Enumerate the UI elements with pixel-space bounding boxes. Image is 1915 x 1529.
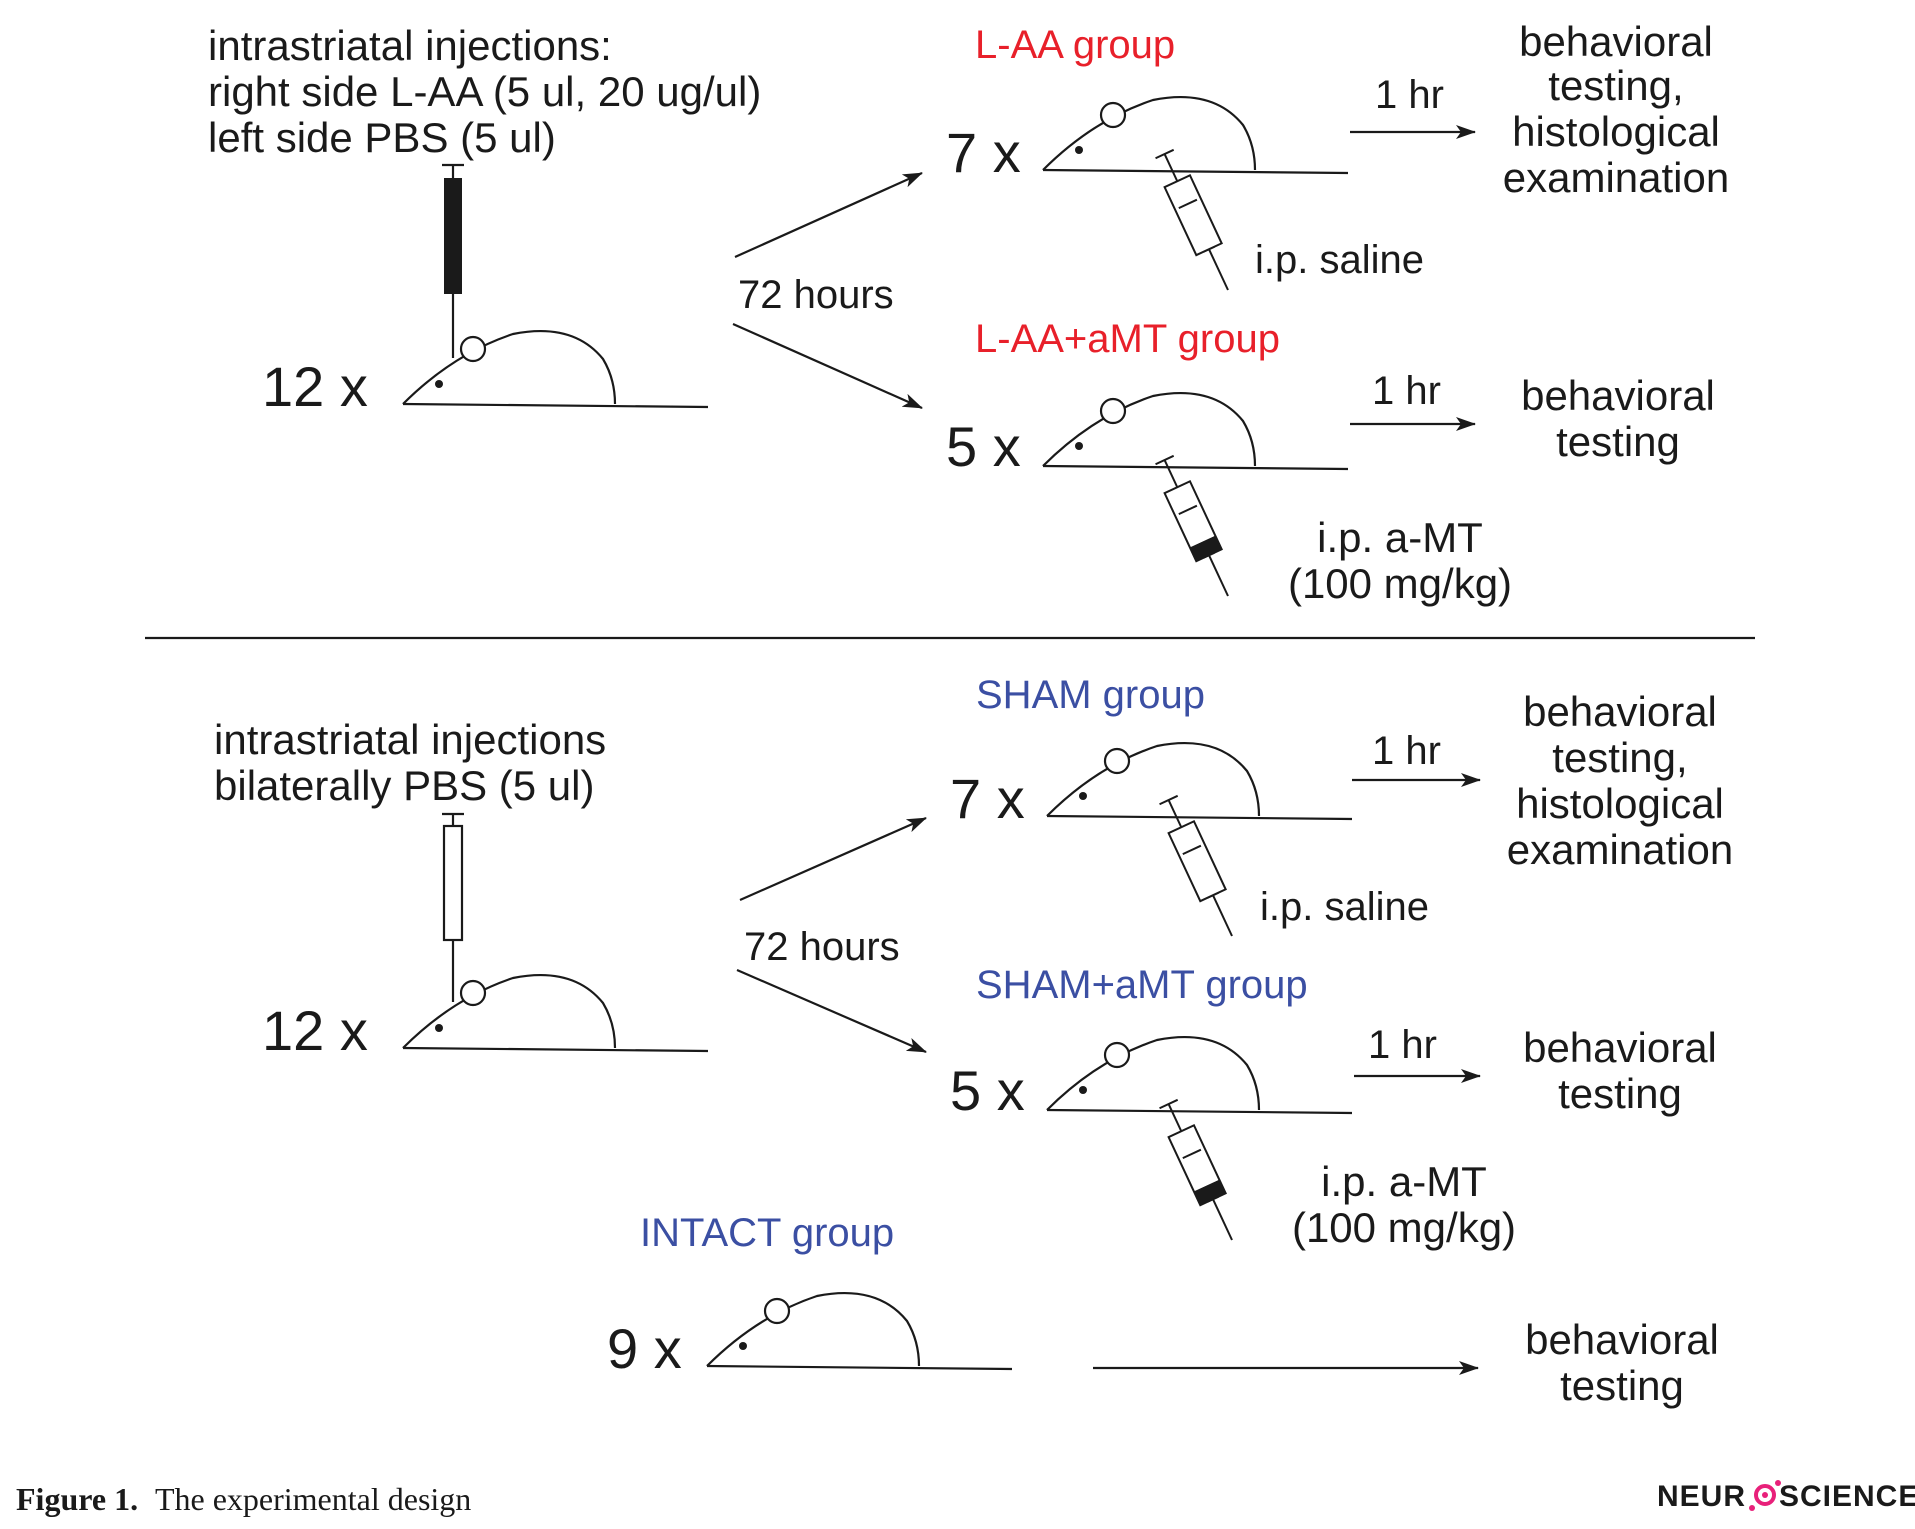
group-intact-mouse-icon <box>705 1291 1014 1371</box>
bottom-delay-label: 72 hours <box>744 925 900 969</box>
svg-text:behavioral: behavioral <box>1523 1024 1717 1071</box>
group-sham-outcome: behavioral testing, histological examina… <box>1507 688 1733 873</box>
svg-text:testing,: testing, <box>1552 734 1687 781</box>
group-laa-treatment: i.p. saline <box>1255 238 1424 282</box>
group-laa-mouse-icon <box>1041 95 1350 175</box>
svg-text:testing,: testing, <box>1548 62 1683 109</box>
amt-syringe-icon <box>1150 453 1242 603</box>
amt-syringe-icon <box>1154 1097 1246 1247</box>
top-delay-label: 72 hours <box>738 273 894 317</box>
top-arrow-to-group-b <box>732 322 923 410</box>
group-sham-treatment: i.p. saline <box>1260 885 1429 929</box>
bottom-arrow-to-group-b <box>736 968 927 1054</box>
group-sham-wait: 1 hr <box>1372 729 1441 773</box>
neuron-icon <box>1749 1480 1781 1511</box>
svg-text:behavioral: behavioral <box>1521 372 1715 419</box>
svg-text:histological: histological <box>1512 108 1720 155</box>
bottom-arrow-to-group-a <box>739 816 927 902</box>
stereotaxic-syringe-open-icon <box>442 812 464 1002</box>
group-sham-amt-treatment-line2: (100 mg/kg) <box>1292 1204 1516 1251</box>
top-arrow-to-group-a <box>734 171 923 259</box>
group-laa-amt-treatment-line2: (100 mg/kg) <box>1288 560 1512 607</box>
top-source-mouse-icon <box>401 329 710 409</box>
group-sham-amt-count: 5 x <box>950 1059 1025 1122</box>
group-laa-title: L-AA group <box>975 23 1175 67</box>
group-sham-mouse-icon <box>1045 741 1354 821</box>
svg-text:testing: testing <box>1558 1070 1682 1117</box>
logo-text-left: NEUR <box>1657 1480 1746 1513</box>
top-source-count: 12 x <box>262 355 368 418</box>
group-laa-amt-wait: 1 hr <box>1372 369 1441 413</box>
svg-text:behavioral: behavioral <box>1519 18 1713 65</box>
bottom-source-count: 12 x <box>262 999 368 1062</box>
svg-text:testing: testing <box>1560 1362 1684 1409</box>
group-intact-title: INTACT group <box>640 1211 894 1255</box>
svg-text:testing: testing <box>1556 418 1680 465</box>
group-laa-amt-treatment-line1: i.p. a-MT <box>1317 514 1483 561</box>
group-laa-outcome: behavioral testing, histological examina… <box>1503 18 1729 201</box>
group-sham-amt-outcome: behavioral testing <box>1523 1024 1717 1117</box>
group-intact-outcome: behavioral testing <box>1525 1316 1719 1409</box>
caption-label: Figure 1. <box>16 1481 138 1517</box>
figure-caption: Figure 1. The experimental design <box>16 1481 471 1517</box>
group-laa-amt-title: L-AA+aMT group <box>975 317 1280 361</box>
group-sham-amt-wait: 1 hr <box>1368 1023 1437 1067</box>
bottom-panel: intrastriatal injections bilaterally PBS… <box>214 673 1733 1409</box>
group-intact-count: 9 x <box>607 1317 682 1380</box>
journal-logo: NEUR SCIENCE <box>1657 1480 1915 1513</box>
group-sham-title: SHAM group <box>976 673 1205 717</box>
group-laa-wait: 1 hr <box>1375 73 1444 117</box>
group-laa-count: 7 x <box>946 121 1021 184</box>
bottom-injection-line2: bilaterally PBS (5 ul) <box>214 762 594 809</box>
group-sham-amt-mouse-icon <box>1045 1035 1354 1115</box>
svg-text:examination: examination <box>1503 154 1729 201</box>
group-laa-amt-outcome: behavioral testing <box>1521 372 1715 465</box>
svg-text:behavioral: behavioral <box>1523 688 1717 735</box>
caption-text: The experimental design <box>155 1481 471 1517</box>
svg-text:behavioral: behavioral <box>1525 1316 1719 1363</box>
group-sham-amt-title: SHAM+aMT group <box>976 963 1308 1007</box>
bottom-injection-line1: intrastriatal injections <box>214 716 606 763</box>
stereotaxic-syringe-filled-icon <box>442 163 464 358</box>
top-injection-line3: left side PBS (5 ul) <box>208 114 556 161</box>
top-panel: intrastriatal injections: right side L-A… <box>208 18 1729 607</box>
logo-text-right: SCIENCE <box>1779 1480 1915 1513</box>
top-injection-line1: intrastriatal injections: <box>208 22 612 69</box>
group-sham-amt-treatment-line1: i.p. a-MT <box>1321 1158 1487 1205</box>
svg-text:examination: examination <box>1507 826 1733 873</box>
group-sham-count: 7 x <box>950 767 1025 830</box>
group-laa-amt-mouse-icon <box>1041 391 1350 471</box>
top-injection-line2: right side L-AA (5 ul, 20 ug/ul) <box>208 68 761 115</box>
bottom-source-mouse-icon <box>401 973 710 1053</box>
svg-text:histological: histological <box>1516 780 1724 827</box>
group-laa-amt-count: 5 x <box>946 415 1021 478</box>
